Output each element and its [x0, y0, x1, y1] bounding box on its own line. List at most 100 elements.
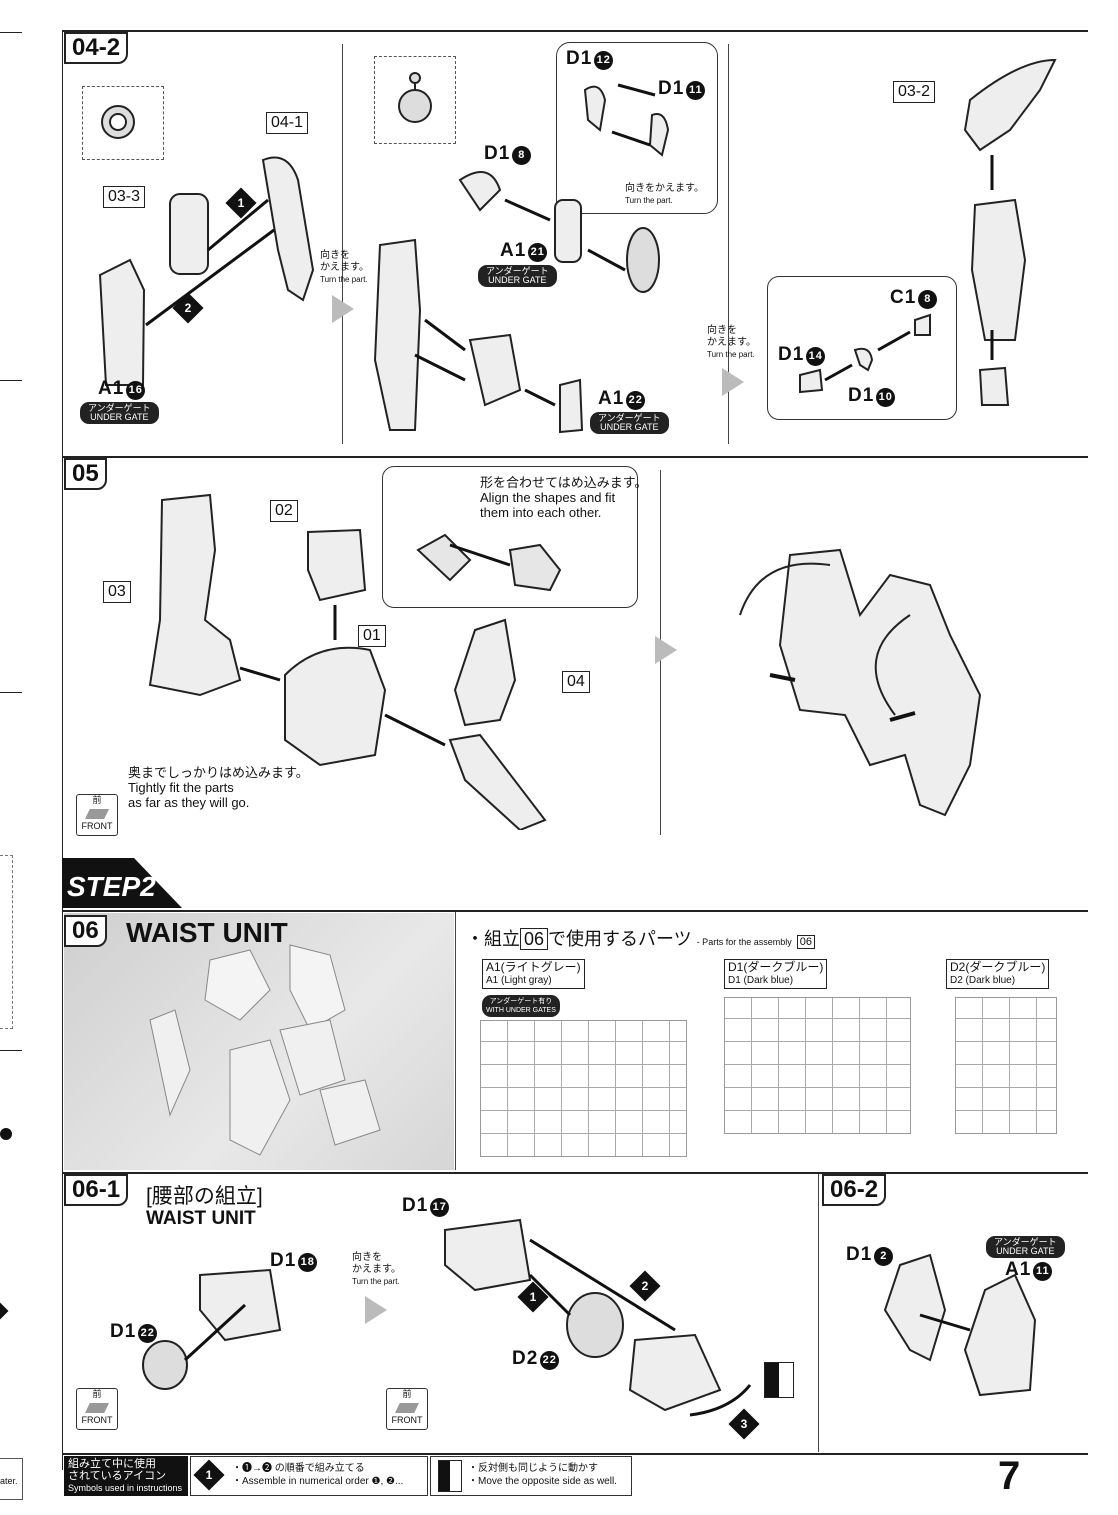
- order-mark-3: 3: [728, 1408, 760, 1440]
- turn-note-4: 向きをかえます。Turn the part.: [352, 1252, 401, 1286]
- legend-order-text: ・❶→❷ の順番で組み立てる・Assemble in numerical ord…: [232, 1463, 404, 1487]
- turn-note-1: 向きをかえます。Turn the part.: [320, 250, 369, 284]
- margin-rule-4: [0, 1050, 22, 1051]
- divider-06: [818, 1174, 819, 1452]
- socket-detail-icon: [101, 105, 135, 139]
- rule-06-1: [62, 1172, 1088, 1174]
- sprue-label-d2: D2(ダークブルー)D2 (Dark blue): [946, 959, 1050, 989]
- step-label-06: 06: [64, 915, 107, 947]
- order-mark-2: 2: [172, 292, 204, 324]
- turn-note-2: 向きをかえます。Turn the part.: [625, 183, 704, 205]
- legend-opposite-icon: [438, 1460, 462, 1492]
- tag-04: 04: [562, 671, 590, 693]
- waist-unit-title: WAIST UNIT: [126, 917, 288, 948]
- body-assembly-illustration: [148, 493, 562, 830]
- part-number-badge: 11: [1033, 1262, 1053, 1281]
- rule-legend: [62, 1453, 1088, 1455]
- part-number-badge: 11: [686, 81, 706, 100]
- next-arrow-icon-2: [722, 368, 744, 396]
- tag-01: 01: [358, 625, 386, 647]
- next-arrow-icon-3: [655, 636, 677, 664]
- tag-04-1: 04-1: [266, 112, 309, 134]
- tag-03-3: 03-3: [103, 186, 146, 208]
- opposite-side-icon: [764, 1362, 794, 1398]
- part-number-badge: 22: [540, 1351, 560, 1370]
- tag-03: 03: [103, 581, 131, 603]
- order-mark-1: 1: [225, 187, 257, 219]
- fit-note: 奥までしっかりはめ込みます。 Tightly fit the parts as …: [128, 765, 309, 810]
- tag-02: 02: [270, 500, 298, 522]
- part-number-badge: 10: [876, 388, 896, 407]
- page-number: 7: [998, 1454, 1021, 1498]
- order-mark-2-b: 2: [629, 1270, 661, 1302]
- part-number-badge: 12: [594, 51, 614, 70]
- step-06-1-title-en: WAIST UNIT: [146, 1208, 256, 1229]
- step-label-06-2: 06-2: [822, 1174, 887, 1206]
- parts-heading-box: 06: [520, 928, 549, 950]
- legend-opposite-box: [430, 1456, 632, 1496]
- assembled-body-illustration: [739, 548, 982, 817]
- margin-box-fragment: [0, 855, 13, 1029]
- joint-detail-icon: [398, 72, 432, 123]
- waist-unit-photo-parts: [149, 944, 381, 1156]
- order-mark-1-b: 1: [517, 1281, 549, 1313]
- rule-05: [62, 456, 1088, 458]
- part-number-badge: 17: [430, 1198, 450, 1217]
- sprue-diagram-d2: [955, 997, 1057, 1134]
- waist-core-illustration: [444, 1218, 752, 1417]
- detail-box-d1-parts: [556, 42, 718, 214]
- part-number-badge: 16: [126, 381, 146, 400]
- legend-order-box: [190, 1456, 428, 1496]
- part-number-badge: 2: [874, 1247, 894, 1266]
- rule-step2: [62, 910, 1088, 912]
- shoulder-assembly-illustration: [373, 83, 670, 434]
- align-note: 形を合わせてはめ込みます。 Align the shapes and fit t…: [480, 475, 648, 520]
- next-arrow-icon-4: [365, 1296, 387, 1324]
- margin-diamond-icon: [0, 1302, 9, 1320]
- margin-mark-icon: [0, 1128, 12, 1140]
- margin-rule-2: [0, 380, 22, 381]
- turn-note-3: 向きをかえます。Turn the part.: [707, 325, 756, 359]
- waist-armor-illustration: [883, 1253, 1037, 1397]
- part-number-badge: 8: [512, 146, 532, 165]
- part-number-badge: 22: [138, 1324, 158, 1343]
- part-number-badge: 18: [298, 1253, 318, 1272]
- main-left-border: [62, 30, 63, 1470]
- legend-order-icon: 1: [193, 1459, 225, 1491]
- tag-03-2: 03-2: [893, 81, 936, 103]
- sprue-diagram-d1: [724, 997, 911, 1134]
- step-label-05: 05: [64, 458, 107, 490]
- detail-box-socket: [82, 86, 164, 160]
- step-label-04-2: 04-2: [64, 32, 129, 64]
- step-label-06-1: 06-1: [64, 1174, 129, 1206]
- part-number-badge: 21: [528, 243, 548, 262]
- part-number-badge: 8: [918, 290, 938, 309]
- divider-04-2-a: [342, 44, 343, 444]
- detail-box-align: [382, 466, 638, 608]
- sprue-label-a1: A1(ライトグレー)A1 (Light gray): [482, 959, 585, 989]
- margin-rule-1: [0, 32, 22, 33]
- part-number-badge: 14: [806, 347, 826, 366]
- divider-04-2-b: [728, 44, 729, 444]
